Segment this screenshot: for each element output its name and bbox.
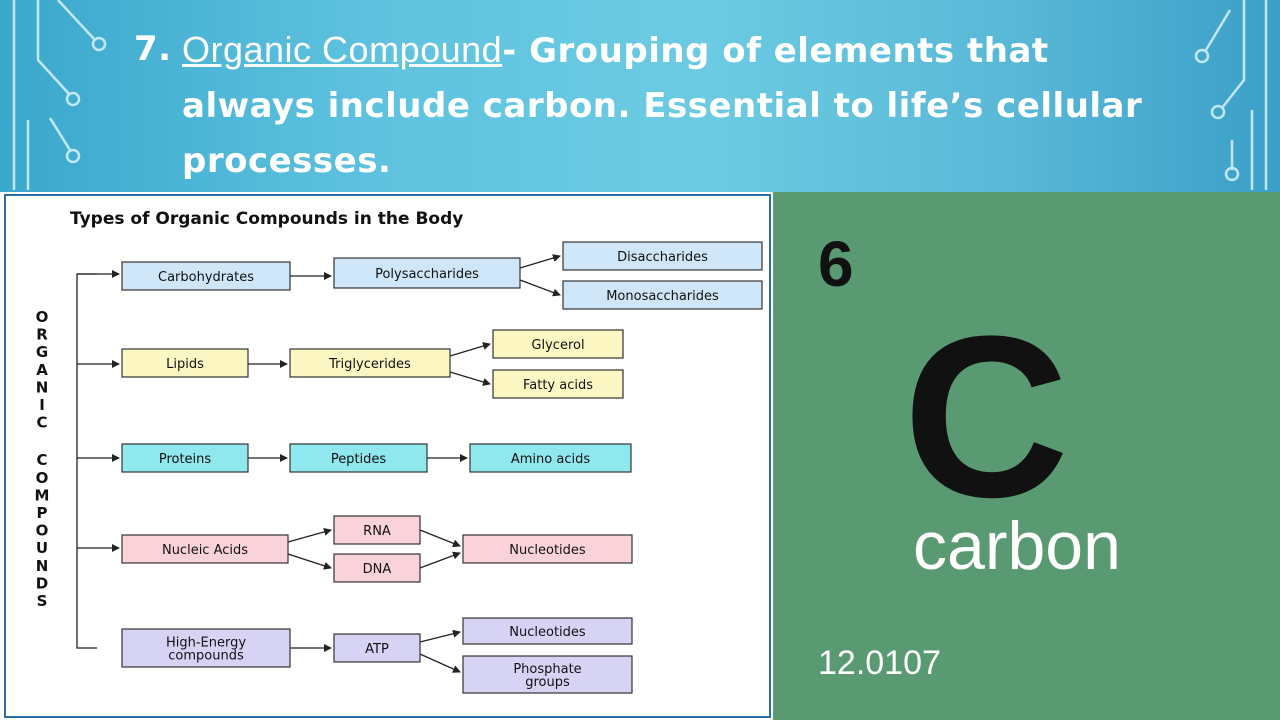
box-carbohydrates-label: Carbohydrates <box>158 270 254 285</box>
side-label-letter: A <box>36 361 48 379</box>
connector-arrow <box>287 528 332 543</box>
box-polysaccharides-label: Polysaccharides <box>375 267 479 282</box>
box-dna: DNA <box>333 553 421 583</box>
box-nucleotides-label: Nucleotides <box>509 543 586 558</box>
term: Organic Compound <box>182 29 503 70</box>
connector-arrow <box>419 629 461 643</box>
box-polysaccharides: Polysaccharides <box>333 257 521 289</box>
box-glycerol-label: Glycerol <box>531 338 584 353</box>
item-number: 7. <box>134 29 172 69</box>
side-label-letter: N <box>36 378 49 396</box>
box-phosphate-groups-label: groups <box>525 675 570 690</box>
connector-arrow <box>287 553 332 570</box>
box-carbohydrates: Carbohydrates <box>121 261 291 291</box>
side-label-letter: O <box>36 522 49 540</box>
connector-arrow <box>419 551 461 569</box>
box-proteins: Proteins <box>121 443 249 473</box>
connector-arrow <box>449 342 491 357</box>
connector-arrow <box>519 279 561 297</box>
connector-arrow <box>419 653 461 673</box>
side-label-letter: D <box>36 574 48 592</box>
side-label-letter: I <box>39 396 45 414</box>
box-atp-label: ATP <box>365 642 389 657</box>
box-nucleotides: Nucleotides <box>462 534 633 564</box>
box-rna-label: RNA <box>363 524 391 539</box>
atomic-number: 6 <box>818 228 854 300</box>
side-label-letter: U <box>36 539 48 557</box>
connector-arrow <box>519 254 561 269</box>
atomic-mass: 12.0107 <box>818 644 941 682</box>
box-atp: ATP <box>333 633 421 663</box>
box-phosphate-groups-label: Phosphate <box>513 662 581 677</box>
box-amino-acids-label: Amino acids <box>511 452 590 467</box>
side-label-letter: N <box>36 557 49 575</box>
side-label-letter: M <box>35 486 50 504</box>
box-proteins-label: Proteins <box>159 452 212 467</box>
side-label-letter: S <box>37 592 48 610</box>
box-nucleotides-2: Nucleotides <box>462 617 633 645</box>
connector-line <box>76 273 97 649</box>
box-amino-acids: Amino acids <box>469 443 632 473</box>
box-dna-label: DNA <box>363 562 392 577</box>
box-lipids: Lipids <box>121 348 249 378</box>
box-nucleic-acids: Nucleic Acids <box>121 534 289 564</box>
diagram-title: Types of Organic Compounds in the Body <box>70 209 463 229</box>
box-nucleic-acids-label: Nucleic Acids <box>162 543 248 558</box>
box-disaccharides: Disaccharides <box>562 241 763 271</box>
side-label-letter: O <box>36 308 49 326</box>
box-triglycerides-label: Triglycerides <box>328 357 411 372</box>
connector-arrow <box>449 371 491 386</box>
side-label-letter: O <box>36 469 49 487</box>
organic-compounds-diagram: Types of Organic Compounds in the Body O… <box>0 192 773 720</box>
side-label-letter: C <box>36 451 47 469</box>
box-lipids-label: Lipids <box>166 357 204 372</box>
box-fatty-acids: Fatty acids <box>492 369 624 399</box>
side-label-letter: R <box>36 326 48 344</box>
box-peptides-label: Peptides <box>331 452 387 467</box>
box-rna: RNA <box>333 515 421 545</box>
side-label-letter: C <box>36 414 47 432</box>
box-high-energy-compounds-label: High-Energy <box>166 636 246 651</box>
box-monosaccharides-label: Monosaccharides <box>606 289 719 304</box>
box-triglycerides: Triglycerides <box>289 348 451 378</box>
connector-arrow <box>419 529 461 548</box>
definition: - Grouping of elements that always inclu… <box>182 31 1143 181</box>
carbon-element-card: 6 C carbon 12.0107 <box>773 192 1280 720</box>
box-glycerol: Glycerol <box>492 329 624 359</box>
side-label-letter: G <box>36 343 48 361</box>
box-peptides: Peptides <box>289 443 428 473</box>
box-fatty-acids-label: Fatty acids <box>523 378 593 393</box>
side-label-letter: P <box>37 504 48 522</box>
box-monosaccharides: Monosaccharides <box>562 280 763 310</box>
element-symbol: C <box>903 288 1070 545</box>
box-disaccharides-label: Disaccharides <box>617 250 708 265</box>
element-name: carbon <box>913 508 1121 584</box>
box-high-energy-compounds-label: compounds <box>168 649 244 664</box>
box-nucleotides-2-label: Nucleotides <box>509 625 586 640</box>
